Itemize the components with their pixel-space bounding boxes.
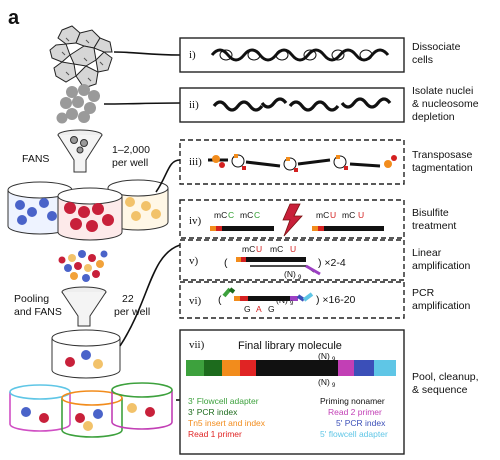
tissue-cells-icon: [49, 25, 113, 89]
final-n9-top-sub: 9: [332, 357, 336, 363]
linear-open-paren: (: [224, 257, 228, 269]
bisulfite-left-mark-2: C: [228, 210, 234, 220]
label-iii-line1: Transposase: [412, 149, 472, 161]
step-box-iii: iii): [179, 139, 405, 185]
per-well-label-1: per well: [112, 157, 148, 169]
nuclei-icon: [56, 84, 100, 124]
bisulfite-right-mark-4: U: [358, 210, 364, 220]
step-numeral-iii: iii): [189, 156, 202, 168]
legend-tn5: Tn5 insert and index: [188, 418, 266, 428]
pcr-n9: (N): [276, 295, 288, 305]
multiplexed-nuclei-icon: [21, 403, 155, 431]
label-ii-line3: depletion: [412, 111, 455, 123]
linear-mark-3: mC: [270, 244, 283, 254]
fans-label: FANS: [22, 153, 49, 165]
pooled-nuclei-icon: [58, 250, 108, 282]
step-labels: Dissociate cells Isolate nuclei & nucleo…: [412, 41, 479, 396]
step-numeral-vi: vi): [189, 295, 202, 307]
legend-priming-nonamer: Priming nonamer: [320, 396, 385, 406]
legend-flowcell-5: 5' flowcell adapter: [320, 429, 388, 439]
label-vi-line2: amplification: [412, 300, 471, 312]
bisulfite-left-mark-4: C: [254, 210, 260, 220]
label-ii-line2: & nucleosome: [412, 98, 479, 110]
multiplexed-wells-icon: [9, 382, 173, 438]
label-iv-line2: treatment: [412, 220, 456, 232]
pooled-well-icon: [51, 329, 121, 379]
step-box-v: v) ( mC U mC U (N) 9 ) ×2-4: [179, 239, 405, 281]
final-legend-left: 3' Flowcell adapter 3' PCR index Tn5 ins…: [188, 396, 266, 439]
bisulfite-right-mark-2: U: [330, 210, 336, 220]
step-box-vii: vii) Final library molecule (N) 9 (N) 9 …: [179, 329, 405, 455]
pcr-n9-sub: 9: [290, 301, 294, 307]
transposase-complexes-icon: [212, 154, 397, 172]
fans-funnel-icon: [57, 129, 103, 173]
step-box-ii: ii): [179, 87, 405, 123]
final-title: Final library molecule: [238, 340, 342, 352]
final-n9-top: (N): [318, 351, 330, 361]
linear-mark-1: mC: [242, 244, 255, 254]
step-numeral-ii: ii): [189, 99, 199, 111]
step-box-i: i): [179, 37, 405, 73]
pooling-label-line2: and FANS: [14, 306, 62, 318]
label-vii-line1: Pool, cleanup,: [412, 371, 479, 383]
final-n9-bottom-sub: 9: [332, 383, 336, 389]
per-well-count-2: 22: [122, 293, 134, 305]
label-iii-line2: tagmentation: [412, 162, 473, 174]
label-iv-line1: Bisulfite: [412, 207, 449, 219]
legend-pcr-index-5: 5' PCR index: [336, 418, 386, 428]
bisulfite-lightning-icon: [282, 203, 303, 237]
pcr-base-2: A: [256, 304, 262, 314]
label-vi-line1: PCR: [412, 287, 435, 299]
step-box-iv: iv) mC C mC C mC U mC U: [179, 199, 405, 239]
linear-repeat: ) ×2-4: [318, 257, 346, 269]
pooling-label-line1: Pooling: [14, 293, 49, 305]
unconverted-strand: [210, 226, 274, 231]
label-v-line1: Linear: [412, 247, 442, 259]
pcr-base-1: G: [244, 304, 251, 314]
step-numeral-i: i): [189, 49, 196, 61]
legend-pcr-index-3: 3' PCR index: [188, 407, 238, 417]
linear-n9-sub: 9: [298, 275, 302, 281]
per-well-count-1: 1–2,000: [112, 144, 150, 156]
linear-mark-4: U: [290, 244, 296, 254]
legend-read2: Read 2 primer: [328, 407, 382, 417]
bisulfite-right-mark-3: mC: [342, 210, 355, 220]
linear-template-strand: [236, 257, 306, 262]
pooling-funnel-icon: [61, 286, 107, 327]
label-i-line1: Dissociate: [412, 41, 461, 53]
bisulfite-left-mark-3: mC: [240, 210, 253, 220]
label-vii-line2: & sequence: [412, 384, 468, 396]
step-numeral-vii: vii): [189, 339, 205, 351]
pcr-open-paren: (: [218, 294, 222, 306]
step-numeral-iv: iv): [189, 215, 202, 227]
converted-strand: [312, 226, 384, 231]
final-n9-bottom: (N): [318, 377, 330, 387]
bisulfite-right-mark-1: mC: [316, 210, 329, 220]
step-box-vi: vi) ( G A G (N) 9 ) ×16-20: [179, 281, 405, 319]
linear-mark-2: U: [256, 244, 262, 254]
final-molecule-bar: [186, 360, 396, 376]
label-v-line2: amplification: [412, 260, 471, 272]
pcr-base-3: G: [268, 304, 275, 314]
linear-n9: (N): [284, 269, 296, 279]
pcr-repeat: ) ×16-20: [316, 294, 356, 306]
bisulfite-left-mark-1: mC: [214, 210, 227, 220]
final-legend-right: Priming nonamer Read 2 primer 5' PCR ind…: [320, 396, 388, 439]
pcr-product-strand: [222, 287, 314, 302]
step-numeral-v: v): [189, 255, 199, 267]
panel-letter: a: [8, 7, 20, 29]
label-i-line2: cells: [412, 54, 433, 66]
legend-flowcell-3: 3' Flowcell adapter: [188, 396, 259, 406]
label-ii-line1: Isolate nuclei: [412, 85, 473, 97]
per-well-label-2: per well: [114, 306, 150, 318]
connector-lines: [103, 51, 181, 401]
sorted-nuclei-icon: [15, 197, 161, 232]
legend-read1: Read 1 primer: [188, 429, 242, 439]
